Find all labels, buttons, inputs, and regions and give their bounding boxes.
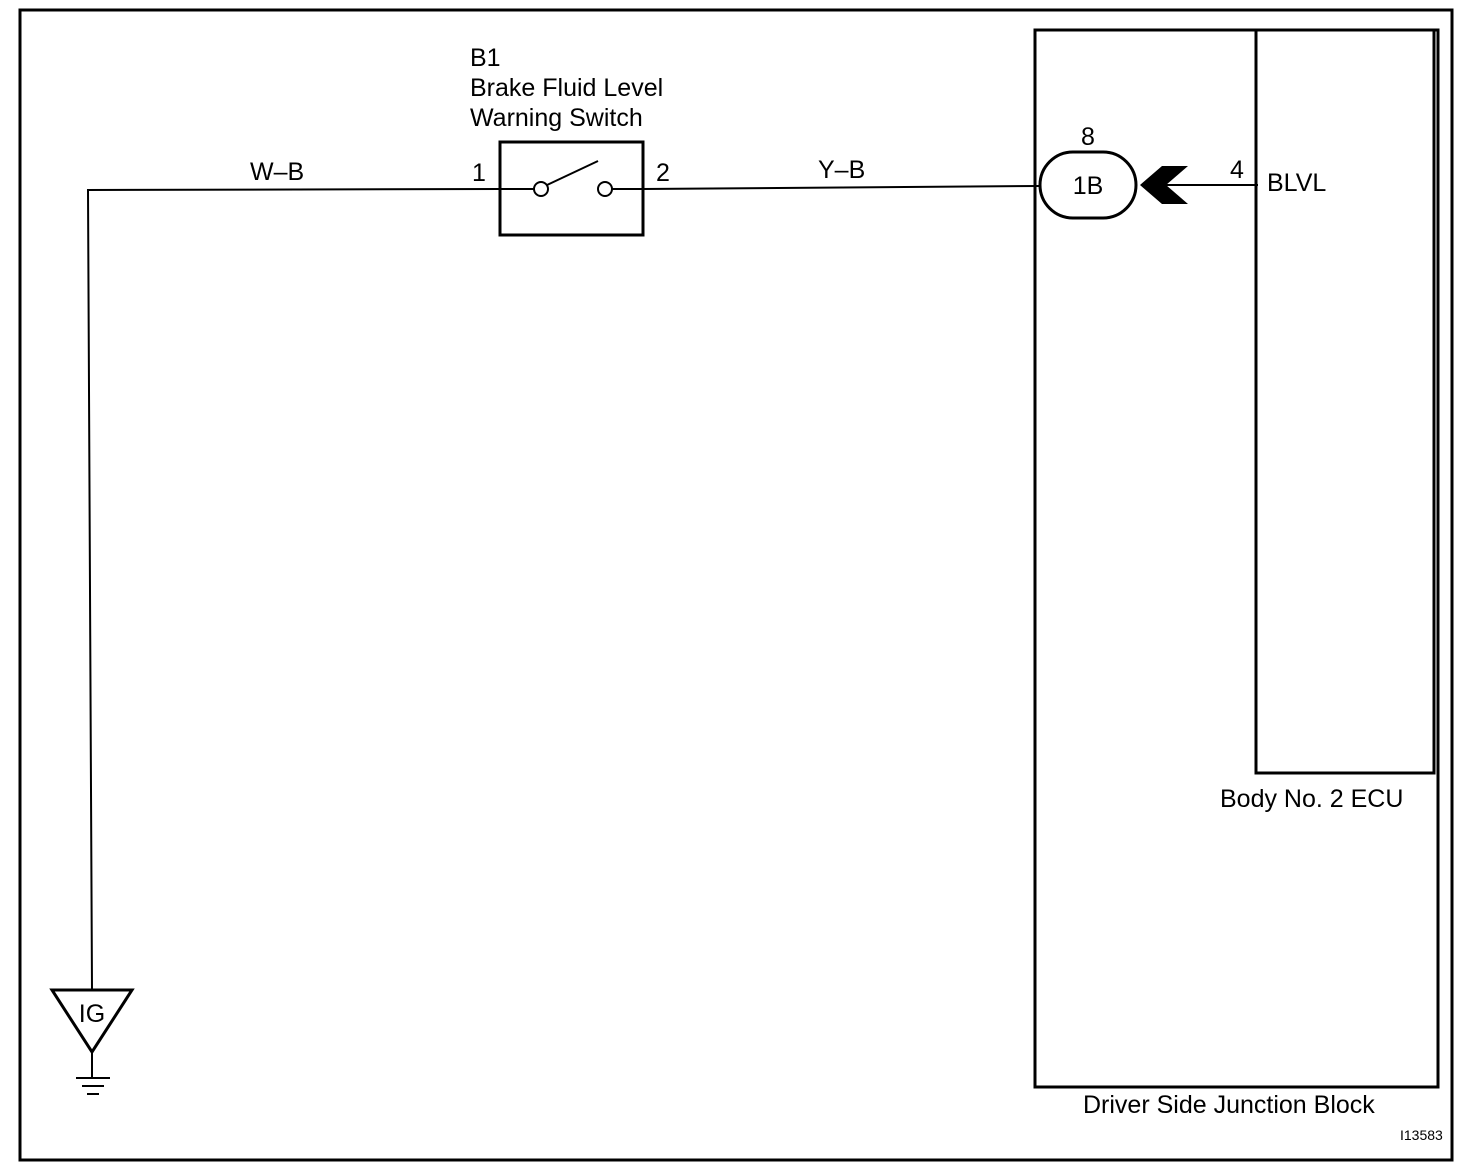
ecu-pin-4: 4	[1230, 156, 1244, 184]
wire-label-y-b: Y–B	[818, 156, 865, 184]
signal-arrow	[1140, 166, 1258, 204]
ecu-name: Body No. 2 ECU	[1220, 785, 1403, 813]
switch-pin-1: 1	[472, 159, 486, 187]
ecu-box	[1254, 30, 1436, 775]
switch-lever	[546, 160, 599, 186]
ig-label: IG	[79, 1000, 105, 1028]
connector-pin-8: 8	[1081, 123, 1095, 151]
ig-ground-symbol: IG	[49, 988, 135, 1095]
switch-contact-right	[597, 181, 613, 197]
junction-block-name: Driver Side Junction Block	[1083, 1091, 1375, 1119]
brake-fluid-level-switch: B1 Brake Fluid Level Warning Switch 1 2	[470, 44, 670, 237]
ecu-terminal-blvl: BLVL	[1267, 169, 1326, 197]
wire-y-b	[642, 185, 1041, 190]
switch-code: B1	[470, 44, 501, 72]
ig-triangle	[49, 988, 135, 1055]
junction-block-box	[1033, 28, 1440, 1089]
switch-name-line2: Warning Switch	[470, 104, 643, 132]
figure-id: I13583	[1400, 1127, 1443, 1143]
switch-contact-left	[533, 181, 549, 197]
wire-w-b	[86, 188, 501, 991]
arrow-head-outer	[1140, 166, 1188, 204]
connector-1b: 8 1B	[1038, 123, 1138, 220]
connector-code: 1B	[1073, 172, 1104, 200]
diagram-frame	[18, 8, 1454, 1162]
switch-name-line1: Brake Fluid Level	[470, 74, 663, 102]
switch-pin-2: 2	[656, 159, 670, 187]
connector-oval	[1038, 150, 1138, 220]
wire-label-w-b: W–B	[250, 158, 304, 186]
